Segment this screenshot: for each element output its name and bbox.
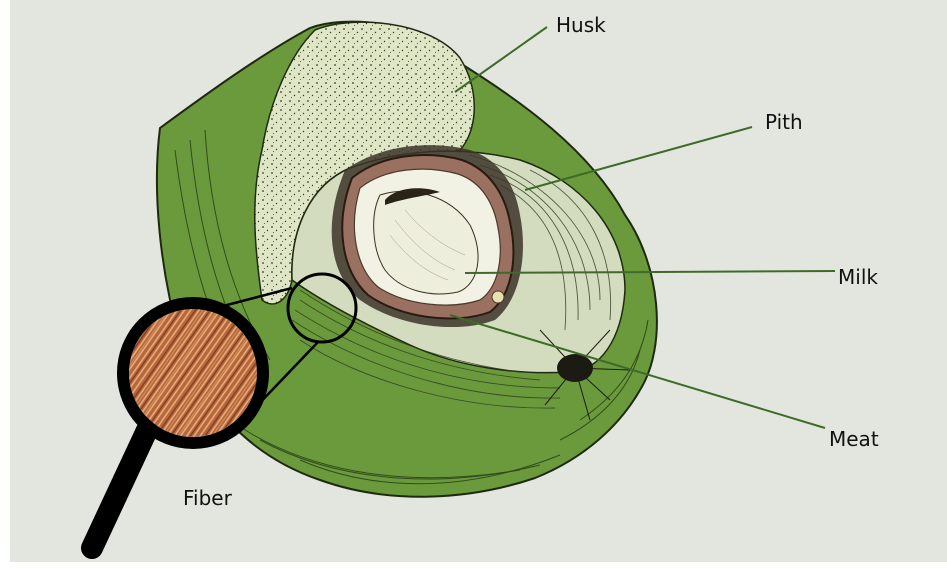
husk-leader [455, 27, 547, 92]
magnifying-glass-icon [92, 303, 263, 548]
germ-pore [492, 291, 504, 303]
fiber-label: Fiber [183, 486, 232, 510]
pith-label: Pith [765, 110, 803, 134]
meat-label: Meat [829, 427, 879, 451]
fiber-closeup [129, 309, 257, 437]
husk-label: Husk [556, 13, 606, 37]
milk-label: Milk [838, 265, 878, 289]
